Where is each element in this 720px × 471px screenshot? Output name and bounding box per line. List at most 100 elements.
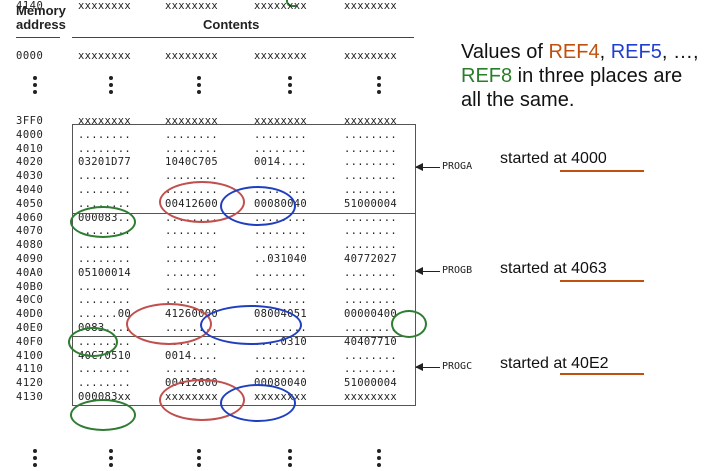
memory-cell: ........ — [78, 142, 131, 155]
memory-cell: ........ — [344, 184, 397, 196]
memory-cell: ........ — [344, 280, 397, 293]
memory-cell: 05100014 — [78, 266, 131, 279]
memory-cell: ........ — [254, 142, 307, 155]
memory-cell: ........ — [165, 280, 218, 293]
memory-address: 40B0 — [16, 280, 44, 293]
vertical-dots — [32, 449, 38, 470]
vertical-dots — [376, 76, 382, 97]
memory-cell: ........ — [165, 128, 218, 141]
vertical-dots — [196, 449, 202, 470]
memory-cell: ........ — [165, 363, 218, 376]
memory-cell: ........ — [165, 239, 218, 252]
memory-address: 40A0 — [16, 266, 44, 279]
ref5-highlight-progb — [200, 305, 302, 345]
memory-address: 4110 — [16, 363, 44, 376]
progb-label: PROGB — [442, 265, 473, 276]
memory-cell: ........ — [344, 363, 397, 376]
memory-cell: xxxxxxxx — [344, 50, 397, 62]
progc-underline — [560, 373, 644, 375]
memory-cell: ........ — [78, 280, 131, 293]
memory-address: 4090 — [16, 253, 44, 265]
progc-label: PROGC — [442, 361, 473, 372]
ref8-highlight-progc — [70, 399, 136, 431]
memory-cell: ........ — [254, 294, 307, 307]
memory-cell: xxxxxxxx — [165, 0, 218, 12]
memory-cell: ........ — [254, 225, 307, 238]
memory-cell: xxxxxxxx — [165, 50, 218, 62]
memory-cell: ........ — [78, 377, 131, 390]
memory-address: 4000 — [16, 128, 44, 141]
ref8-highlight-progb-end — [391, 310, 427, 338]
memory-address: 4010 — [16, 142, 44, 155]
vertical-dots — [32, 76, 38, 97]
memory-cell: ......00 — [78, 308, 131, 321]
proga-label: PROGA — [442, 161, 473, 172]
memory-cell: ........ — [165, 170, 218, 183]
vertical-dots — [287, 449, 293, 470]
memory-cell: 0014.... — [165, 349, 218, 362]
memory-cell: xxxxxxxx — [254, 50, 307, 62]
vertical-dots — [108, 449, 114, 470]
memory-address: 4140 — [16, 0, 44, 12]
memory-cell: ........ — [78, 363, 131, 376]
memory-cell: ........ — [165, 253, 218, 265]
memory-cell: ........ — [344, 211, 397, 224]
memory-cell: ........ — [165, 142, 218, 155]
memory-address: 4060 — [16, 211, 44, 224]
memory-cell: ........ — [78, 253, 131, 265]
memory-address-header: Memory address — [16, 3, 66, 32]
memory-address: 4020 — [16, 156, 44, 169]
memory-cell: ........ — [254, 363, 307, 376]
ref8-highlight-proga — [70, 206, 136, 238]
memory-cell: xxxxxxxx — [344, 391, 397, 403]
memory-address: 4040 — [16, 184, 44, 196]
memory-cell: ........ — [344, 170, 397, 183]
ref5-label: REF5 — [610, 41, 662, 63]
memory-address: 3FF0 — [16, 115, 44, 127]
progb-start-note: started at 4063 — [500, 260, 607, 277]
memory-cell: ..031040 — [254, 253, 307, 265]
memory-cell: xxxxxxxx — [78, 50, 131, 62]
ref5-highlight-proga — [220, 186, 296, 226]
memory-cell: ........ — [254, 280, 307, 293]
memory-cell: ........ — [254, 170, 307, 183]
memory-address: 4080 — [16, 239, 44, 252]
memory-cell: 03201D77 — [78, 156, 131, 169]
memory-cell: xxxxxxxx — [78, 0, 131, 12]
top-mark — [286, 0, 296, 7]
memory-cell: ........ — [344, 239, 397, 252]
memory-cell: ........ — [344, 322, 397, 334]
vertical-dots — [108, 76, 114, 97]
memory-cell: ........ — [165, 266, 218, 279]
memory-cell: 51000004 — [344, 197, 397, 210]
progc-arrow — [415, 363, 440, 371]
memory-cell: ........ — [344, 142, 397, 155]
memory-address: 4050 — [16, 197, 44, 210]
memory-cell: ........ — [78, 170, 131, 183]
annotation-note: Values of REF4, REF5, …, REF8 in three p… — [461, 40, 716, 112]
memory-address: 40C0 — [16, 294, 44, 307]
progb-arrow — [415, 267, 440, 275]
memory-cell: ........ — [165, 225, 218, 238]
memory-cell: xxxxxxxx — [344, 0, 397, 12]
vertical-dots — [196, 76, 202, 97]
note-text: all the same. — [461, 89, 575, 111]
memory-cell: ........ — [254, 266, 307, 279]
memory-address: 40D0 — [16, 308, 44, 321]
memory-address: 4030 — [16, 170, 44, 183]
vertical-dots — [376, 449, 382, 470]
proga-underline — [560, 170, 644, 172]
memory-cell: ........ — [78, 294, 131, 307]
memory-cell: 40772027 — [344, 253, 397, 265]
ref8-highlight-progb — [68, 327, 118, 357]
memory-cell: ........ — [78, 184, 131, 196]
memory-cell: ........ — [78, 128, 131, 141]
note-text: , — [599, 41, 611, 63]
memory-cell: ........ — [344, 266, 397, 279]
memory-cell: ........ — [254, 128, 307, 141]
memory-address: 0000 — [16, 50, 44, 62]
memory-address: 40E0 — [16, 322, 44, 334]
memory-cell: ........ — [344, 225, 397, 238]
ref4-label: REF4 — [548, 41, 600, 63]
ref8-label: REF8 — [461, 65, 513, 87]
